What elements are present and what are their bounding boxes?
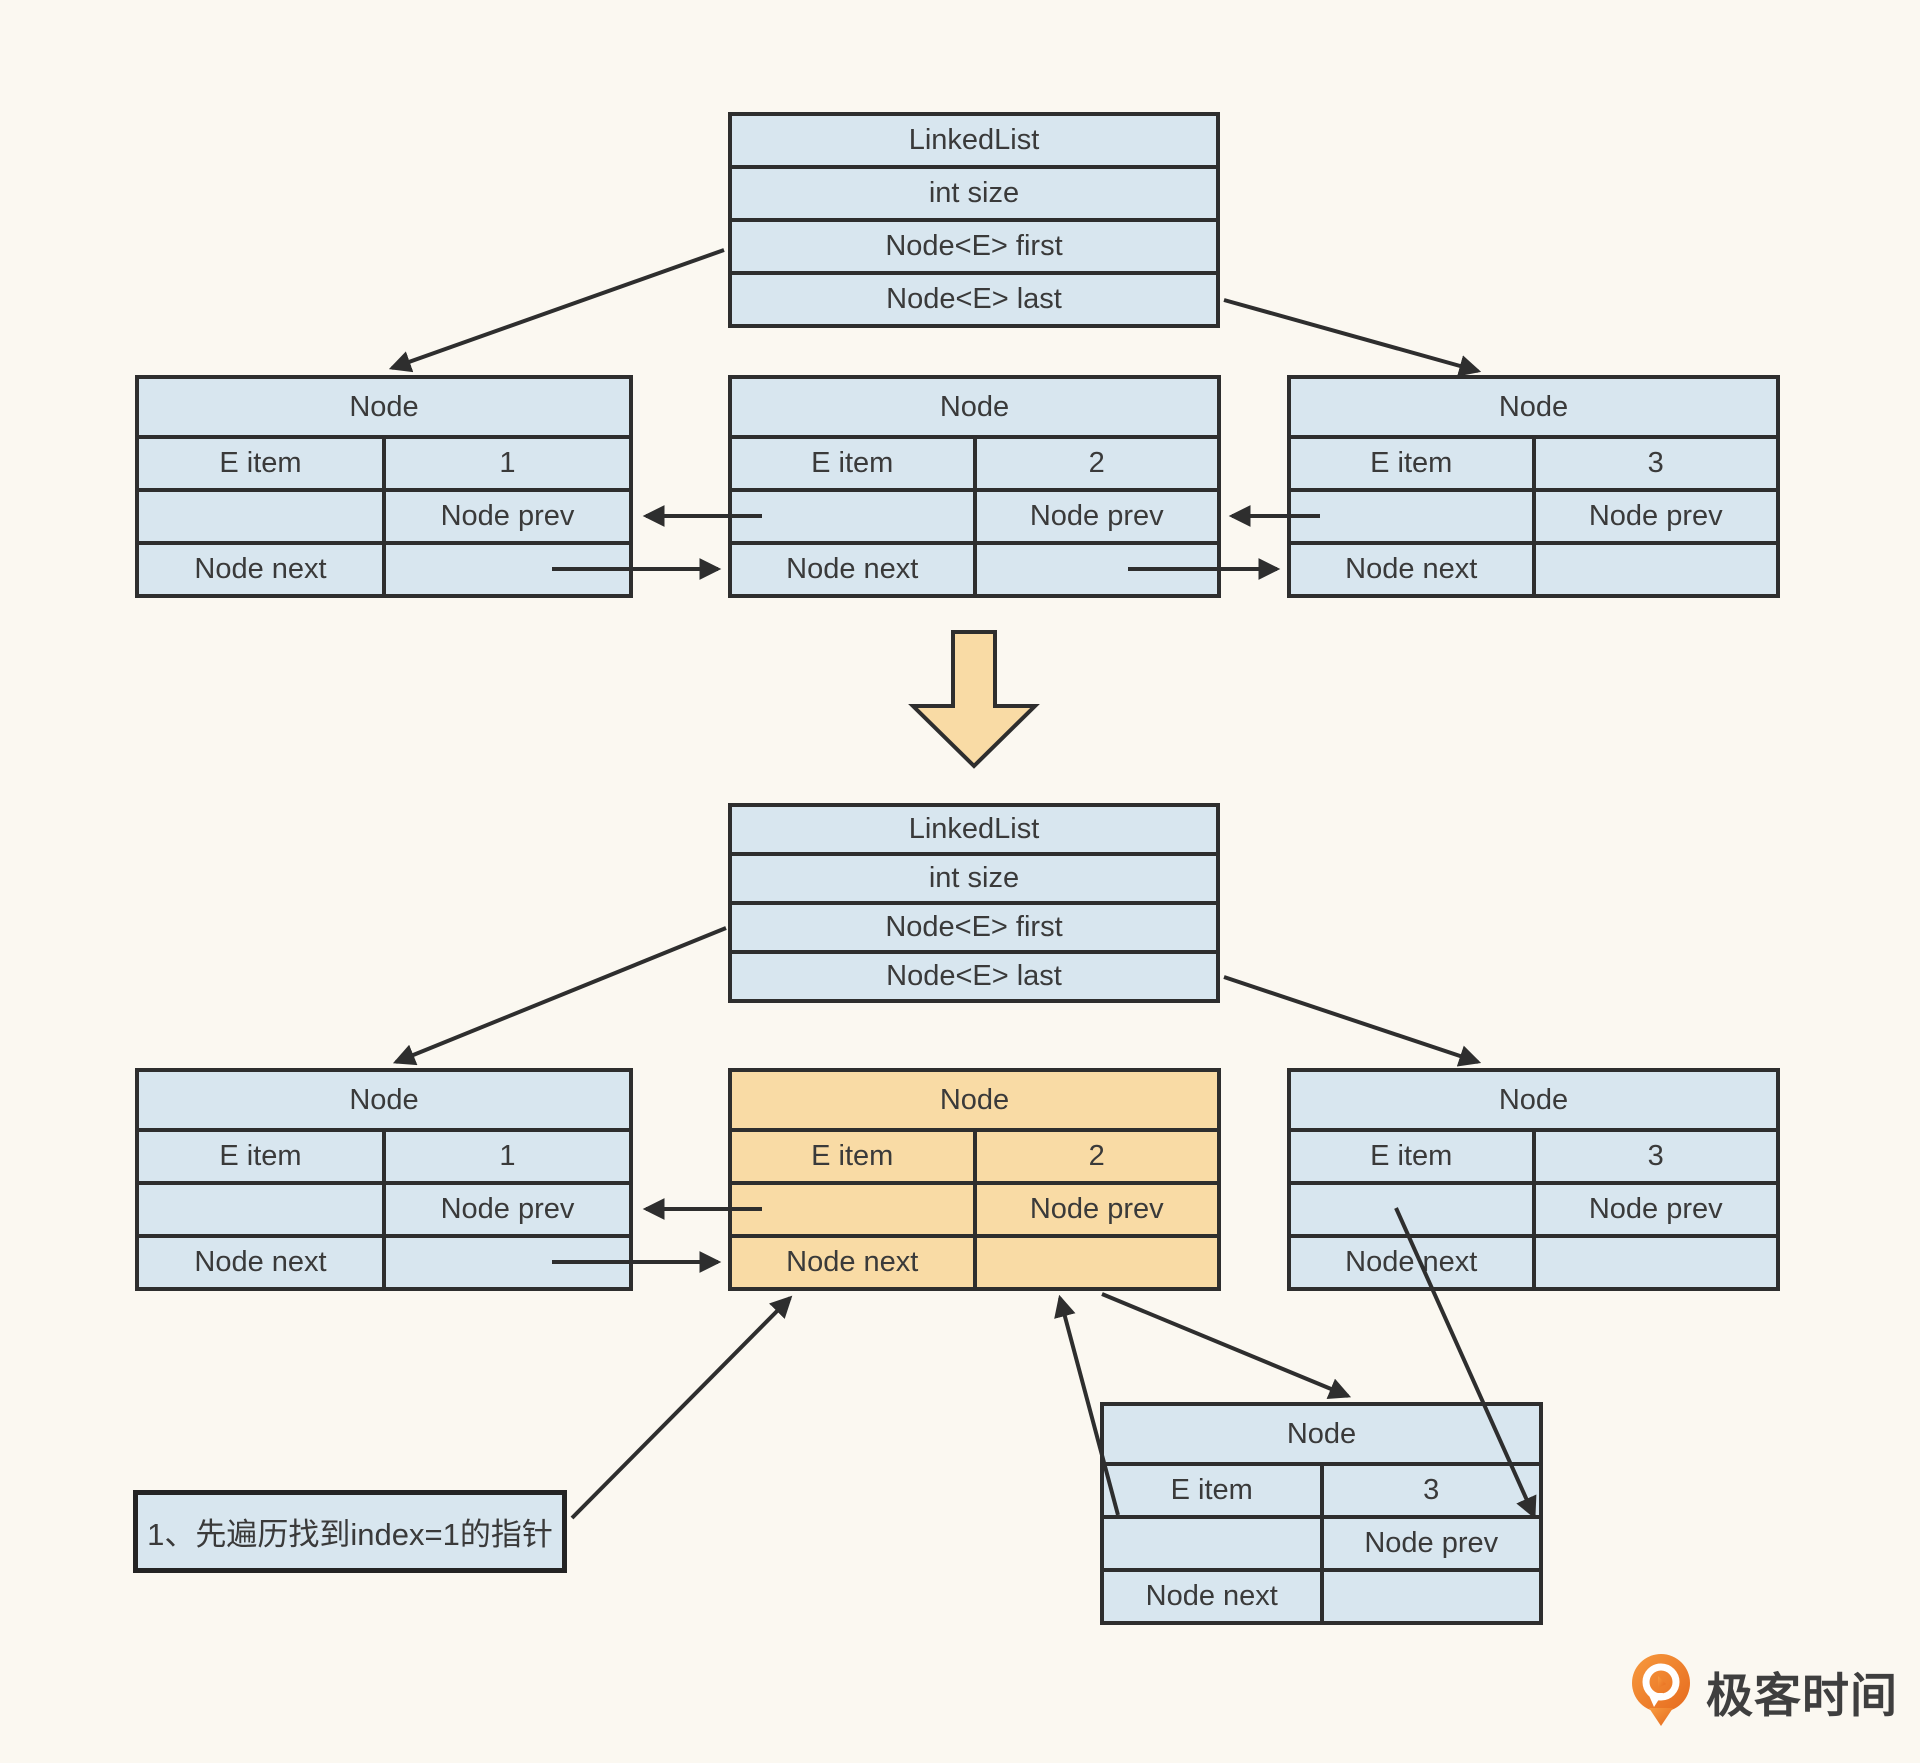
prev-pointer-cell: [139, 1185, 382, 1234]
prev-label-cell: Node prev: [1535, 1185, 1776, 1234]
item-label-cell: E item: [139, 1132, 382, 1181]
node-title: Node: [139, 379, 629, 435]
annotation-label: 1、先遍历找到index=1的指针: [133, 1490, 567, 1573]
item-value-cell: 3: [1535, 439, 1776, 488]
next-label-cell: Node next: [1291, 1238, 1532, 1287]
next-pointer-cell: [386, 545, 629, 594]
item-label-cell: E item: [1104, 1466, 1320, 1515]
next-label-cell: Node next: [139, 1238, 382, 1287]
item-value-cell: 1: [386, 1132, 629, 1181]
arrow-node2-next-to-newnode: [1101, 1292, 1352, 1399]
next-label-cell: Node next: [732, 1238, 973, 1287]
linkedlist-field: Node<E> last: [732, 275, 1216, 324]
next-pointer-cell: [1535, 1238, 1776, 1287]
node-title: Node: [1291, 1072, 1776, 1128]
linkedlist-field: int size: [732, 169, 1216, 218]
prev-label-cell: Node prev: [976, 492, 1217, 541]
linkedlist-title: LinkedList: [732, 807, 1216, 852]
arrow-first-to-node1-top: [388, 248, 725, 373]
next-pointer-cell: [1323, 1572, 1539, 1621]
linkedlist-field: Node<E> first: [732, 905, 1216, 950]
next-pointer-cell: [386, 1238, 629, 1287]
next-label-cell: Node next: [732, 545, 973, 594]
item-value-cell: 1: [386, 439, 629, 488]
node-title: Node: [1104, 1406, 1539, 1462]
item-value-cell: 2: [976, 1132, 1217, 1181]
item-value-cell: 3: [1535, 1132, 1776, 1181]
brand-logo: 极客时间: [1628, 1652, 1898, 1730]
linkedlist-field: Node<E> first: [732, 222, 1216, 271]
node-title: Node: [732, 1072, 1217, 1128]
prev-pointer-cell: [1291, 1185, 1532, 1234]
next-pointer-cell: [1535, 545, 1776, 594]
arrow-last-to-node3-bottom: [1223, 975, 1482, 1067]
geektime-pin-icon: [1632, 1654, 1690, 1726]
prev-pointer-cell: [1104, 1519, 1320, 1568]
prev-label-cell: Node prev: [386, 492, 629, 541]
prev-label-cell: Node prev: [1535, 492, 1776, 541]
prev-label-cell: Node prev: [976, 1185, 1217, 1234]
section-transition-arrow-icon: [908, 630, 1040, 769]
prev-pointer-cell: [1291, 492, 1532, 541]
node-title: Node: [139, 1072, 629, 1128]
next-pointer-cell: [976, 545, 1217, 594]
item-value-cell: 3: [1323, 1466, 1539, 1515]
prev-pointer-cell: [732, 492, 973, 541]
arrow-annotation-to-node2-bottom: [570, 1295, 793, 1520]
next-label-cell: Node next: [1291, 545, 1532, 594]
linkedlist-field: Node<E> last: [732, 954, 1216, 999]
node-title: Node: [732, 379, 1217, 435]
item-label-cell: E item: [139, 439, 382, 488]
prev-pointer-cell: [732, 1185, 973, 1234]
item-label-cell: E item: [732, 439, 973, 488]
prev-label-cell: Node prev: [1323, 1519, 1539, 1568]
linkedlist-title: LinkedList: [732, 116, 1216, 165]
item-value-cell: 2: [976, 439, 1217, 488]
arrow-first-to-node1-bottom: [392, 926, 727, 1066]
brand-text: 极客时间: [1706, 1668, 1898, 1722]
next-label-cell: Node next: [139, 545, 382, 594]
next-pointer-cell: [976, 1238, 1217, 1287]
item-label-cell: E item: [1291, 1132, 1532, 1181]
next-label-cell: Node next: [1104, 1572, 1320, 1621]
prev-label-cell: Node prev: [386, 1185, 629, 1234]
arrow-last-to-node3-top: [1223, 298, 1482, 377]
node-title: Node: [1291, 379, 1776, 435]
prev-pointer-cell: [139, 492, 382, 541]
linkedlist-field: int size: [732, 856, 1216, 901]
item-label-cell: E item: [732, 1132, 973, 1181]
item-label-cell: E item: [1291, 439, 1532, 488]
